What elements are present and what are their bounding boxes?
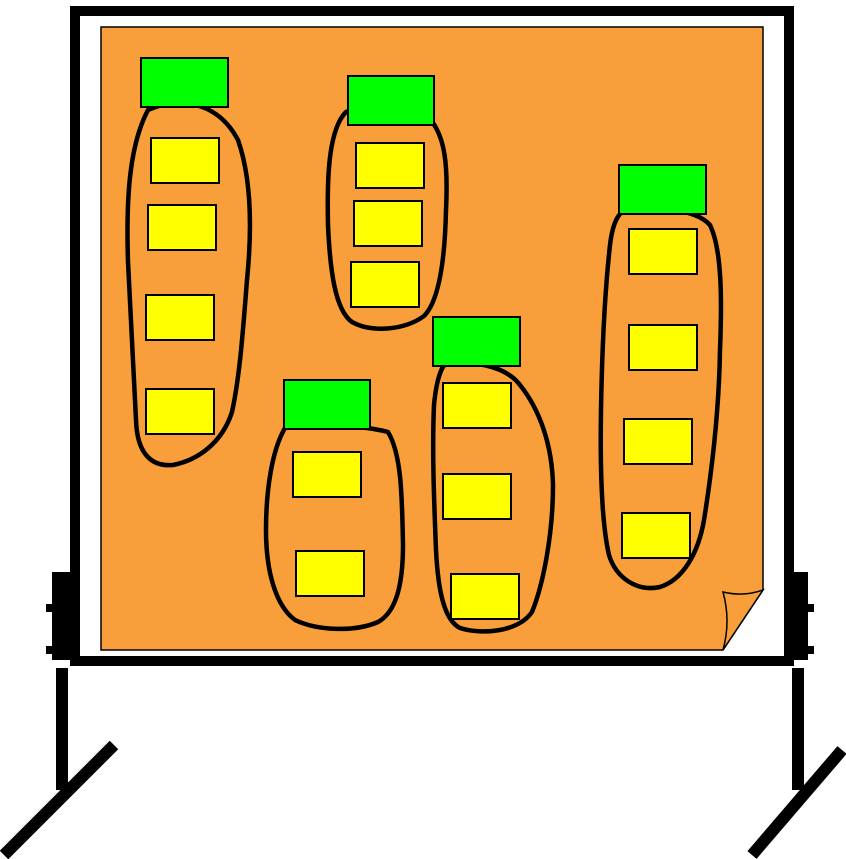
cluster-1-outline [125, 100, 253, 468]
left-stand-foot [0, 740, 119, 859]
cluster-4-item-card [450, 573, 520, 620]
cluster-5-item-card [628, 228, 698, 275]
left-clamp [52, 572, 72, 660]
cluster-5-item-card [623, 418, 693, 465]
cluster-5-outline [598, 206, 724, 591]
cluster-2-item-card [350, 261, 420, 308]
cluster-5-item-card [621, 512, 691, 559]
right-stand-foot [747, 746, 846, 859]
cluster-2-item-card [353, 200, 423, 247]
cluster-1-item-card [150, 137, 220, 184]
cluster-4-header-card [432, 316, 521, 367]
header-cards [140, 57, 707, 430]
cluster-3-item-card [292, 451, 362, 498]
cluster-4-item-card [442, 473, 512, 520]
left-clamp-tab-bottom [46, 646, 56, 654]
cluster-1-item-card [145, 388, 215, 435]
cluster-1-header-card [140, 57, 229, 108]
cluster-3-item-card [295, 550, 365, 597]
cluster-3-outline [263, 423, 406, 632]
cluster-5-item-card [628, 324, 698, 371]
cluster-2-header-card [347, 75, 435, 126]
cluster-outlines [125, 100, 724, 634]
right-clamp-tab-top [804, 604, 814, 612]
cluster-4-item-card [442, 382, 512, 429]
cluster-4-outline [430, 360, 556, 634]
cluster-2-item-card [355, 142, 425, 189]
right-clamp-tab-bottom [804, 646, 814, 654]
page-curl-icon [721, 588, 765, 651]
left-clamp-tab-top [46, 604, 56, 612]
cluster-3-header-card [283, 379, 371, 430]
cluster-1-item-card [147, 204, 217, 251]
cluster-5-header-card [618, 164, 707, 215]
item-cards [145, 137, 698, 620]
cluster-1-item-card [145, 294, 215, 341]
